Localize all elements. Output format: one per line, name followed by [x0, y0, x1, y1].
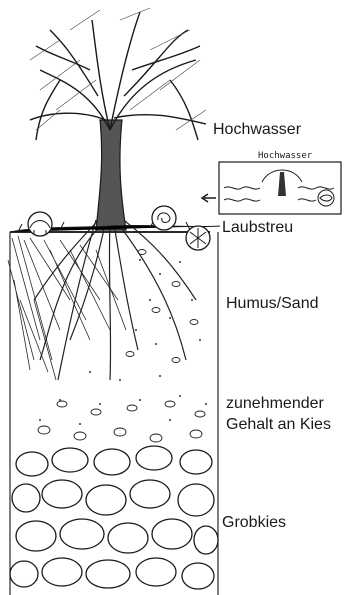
- label-grobkies: Grobkies: [222, 513, 286, 533]
- label-hochwasser: Hochwasser: [213, 120, 301, 140]
- snail-icon: [152, 206, 176, 230]
- label-laubstreu: Laubstreu: [222, 218, 293, 238]
- hedgehog-icon: [28, 212, 52, 236]
- spider-icon: [186, 226, 210, 250]
- flood-inset: [219, 162, 341, 214]
- label-kies-line1: zunehmender: [226, 394, 324, 414]
- inset-title: Hochwasser: [258, 151, 312, 161]
- label-humus-sand: Humus/Sand: [226, 294, 319, 314]
- tree-crown-texture: [30, 8, 206, 130]
- tree-trunk: [96, 120, 126, 230]
- tree: [30, 8, 206, 230]
- fish-icon: [318, 190, 334, 206]
- label-kies-line2: Gehalt an Kies: [226, 415, 331, 435]
- arrow-icon: [202, 194, 216, 202]
